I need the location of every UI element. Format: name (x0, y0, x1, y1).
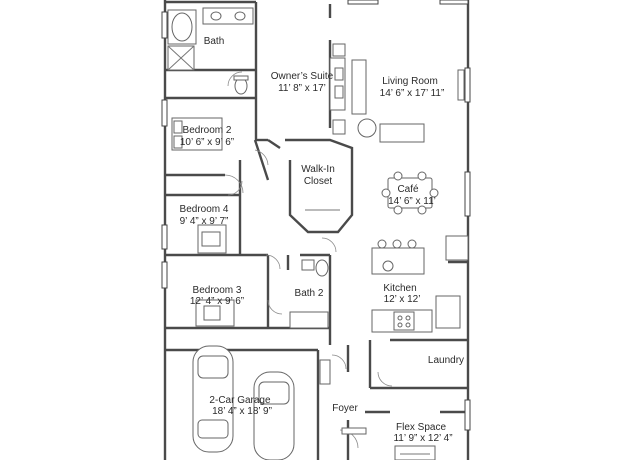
room-name-garage: 2-Car Garage (209, 395, 271, 406)
room-name2-walk-in-closet: Closet (304, 176, 333, 187)
room-name-bedroom-2: Bedroom 2 (183, 125, 232, 136)
room-name-laundry: Laundry (428, 355, 464, 366)
room-name-bedroom-3: Bedroom 3 (193, 285, 242, 296)
room-dims-kitchen: 12’ x 12’ (384, 294, 421, 305)
room-dims-cafe: 14’ 6” x 11’ (388, 196, 436, 207)
room-name-flex-space: Flex Space (396, 422, 446, 433)
room-labels: Bath Owner’s Suite 11’ 8” x 17’ Living R… (180, 36, 465, 444)
room-dims-bedroom-4: 9’ 4” x 9’ 7” (180, 216, 229, 227)
room-name-bedroom-4: Bedroom 4 (180, 204, 229, 215)
room-name-walk-in-closet: Walk-In (301, 164, 335, 175)
windows (161, 0, 471, 431)
room-name-cafe: Café (397, 184, 419, 195)
room-dims-garage: 18’ 4” x 18’ 9” (212, 406, 272, 417)
doors (224, 71, 393, 449)
room-name-owners-suite: Owner’s Suite (271, 71, 334, 82)
room-name-kitchen: Kitchen (383, 283, 416, 294)
room-dims-bedroom-2: 10’ 6” x 9’ 6” (180, 137, 234, 148)
room-name-foyer: Foyer (332, 403, 358, 414)
room-name-bath-2: Bath 2 (295, 288, 324, 299)
room-dims-living-room: 14’ 6” x 17’ 11” (380, 88, 445, 99)
room-dims-flex-space: 11’ 9” x 12’ 4” (393, 433, 452, 444)
room-dims-bedroom-3: 12’ 4” x 9’ 6” (190, 296, 244, 307)
room-dims-owners-suite: 11’ 8” x 17’ (278, 83, 326, 94)
room-name-bath: Bath (204, 36, 225, 47)
room-name-living-room: Living Room (382, 76, 438, 87)
fixtures (167, 7, 469, 460)
walls (163, 0, 470, 460)
